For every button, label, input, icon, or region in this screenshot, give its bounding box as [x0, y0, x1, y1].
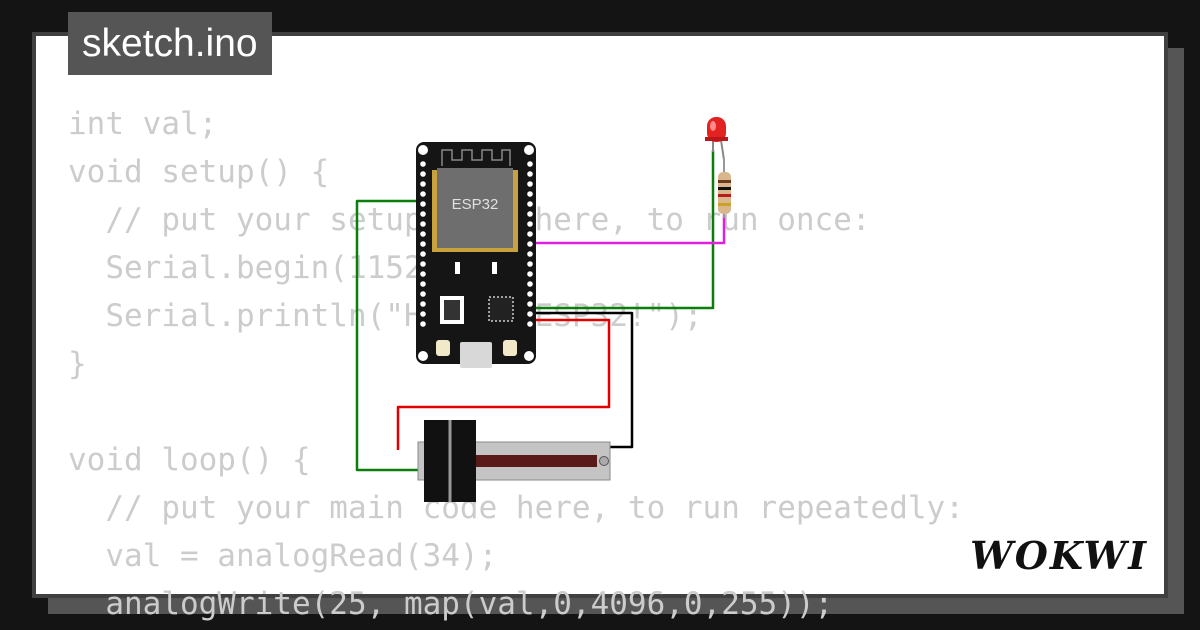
led-rim: [705, 137, 728, 141]
led-highlight: [710, 121, 716, 131]
band: [718, 180, 731, 183]
esp32-board[interactable]: ESP32: [416, 142, 536, 368]
code-line: // put your main code here, to run repea…: [68, 490, 964, 526]
pin-row-right: [527, 161, 533, 327]
pot-track: [473, 455, 597, 467]
esp32-label: ESP32: [452, 196, 499, 213]
mount-hole: [524, 351, 534, 361]
wokwi-logo: WOKWI: [970, 533, 1148, 578]
code-line: }: [68, 346, 87, 382]
code-line: void setup() {: [68, 154, 330, 190]
code-line: void loop() {: [68, 442, 311, 478]
usb-port: [460, 342, 492, 368]
green-wire-pot-to-board: [355, 199, 423, 472]
red-wire-pot-to-board: [396, 318, 611, 450]
smd-part: [492, 262, 497, 274]
regulator-body: [444, 300, 460, 320]
resistor[interactable]: [718, 158, 731, 218]
file-name-tab: sketch.ino: [68, 12, 272, 75]
code-line: val = analogRead(34);: [68, 538, 498, 574]
reset-button[interactable]: [503, 340, 517, 356]
resistor-body: [718, 172, 731, 214]
red-led[interactable]: [705, 117, 728, 161]
slide-potentiometer[interactable]: [417, 420, 611, 502]
usb-chip: [488, 296, 514, 322]
esp32-module: [437, 168, 513, 248]
mount-hole: [418, 351, 428, 361]
wires: [355, 150, 726, 472]
band: [718, 187, 731, 190]
green-wire-led-to-board: [530, 150, 715, 310]
antenna-trace: [441, 149, 511, 166]
black-wire-pot-to-board: [530, 311, 634, 449]
sketch-card: int val; void setup() { // put your setup…: [32, 32, 1168, 622]
smd-part: [455, 262, 460, 274]
code-line: // put your setup code here, to run once…: [105, 202, 871, 238]
pin-row-left: [420, 161, 426, 327]
boot-button[interactable]: [436, 340, 450, 356]
pot-screw: [599, 456, 609, 466]
code-line: int val;: [68, 106, 218, 142]
band: [718, 194, 731, 197]
mount-hole: [418, 145, 428, 155]
mount-hole: [524, 145, 534, 155]
band: [718, 203, 731, 206]
code-line: analogWrite(25, map(val,0,4096,0,255));: [68, 586, 834, 622]
